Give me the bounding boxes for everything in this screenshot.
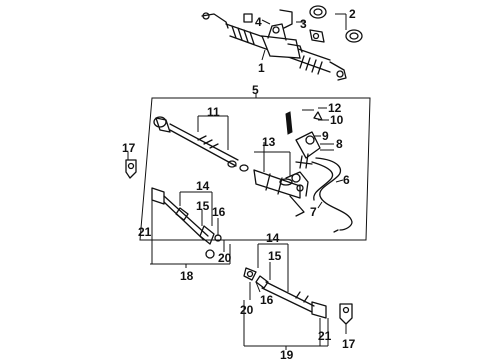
callout-20-left: 20	[218, 251, 232, 265]
rack-pinion-assembly	[201, 5, 363, 81]
callout-8: 8	[336, 137, 343, 151]
callout-4: 4	[255, 15, 262, 29]
callout-16-left: 16	[212, 205, 226, 219]
callout-1: 1	[258, 61, 265, 75]
callout-14-left: 14	[196, 179, 210, 193]
callout-5: 5	[252, 83, 259, 97]
callout-9: 9	[322, 129, 329, 143]
valve-pinion	[285, 111, 323, 169]
callout-15-right: 15	[268, 249, 282, 263]
callout-11: 11	[207, 105, 220, 119]
callout-17-right: 17	[342, 337, 356, 351]
callout-6: 6	[343, 173, 350, 187]
left-tie-rod-group	[125, 159, 222, 259]
callout-13: 13	[262, 135, 276, 149]
callout-20-right: 20	[240, 303, 254, 317]
return-line	[311, 161, 334, 201]
callout-18: 18	[180, 269, 194, 283]
pressure-line	[315, 157, 353, 231]
callout-19: 19	[280, 348, 294, 360]
callout-15-left: 15	[196, 199, 210, 213]
callout-10: 10	[330, 113, 344, 127]
callout-14-right: 14	[266, 231, 280, 245]
callout-16-right: 16	[260, 293, 274, 307]
callout-3: 3	[300, 17, 307, 31]
callout-21-right: 21	[318, 329, 332, 343]
callout-2: 2	[349, 7, 356, 21]
callout-7: 7	[310, 205, 317, 219]
right-tie-rod-group	[243, 267, 353, 325]
callout-12: 12	[328, 101, 342, 115]
rack-and-housing	[153, 116, 309, 217]
callout-21-left: 21	[138, 225, 152, 239]
callout-17-left: 17	[122, 141, 136, 155]
subassembly-frame	[139, 97, 371, 241]
